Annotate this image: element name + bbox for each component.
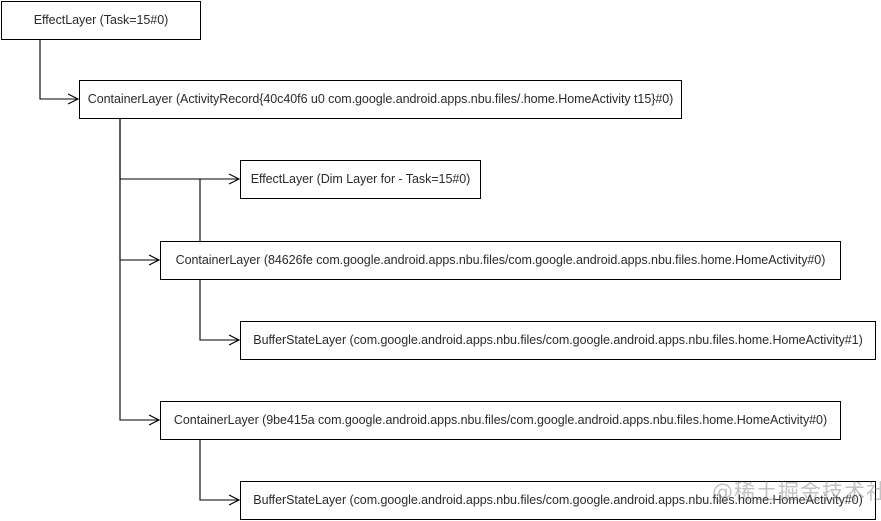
connector-edge-container-to-9be415a (119, 119, 159, 420)
connector-edge-effectlayer-to-containerlayer (39, 40, 78, 99)
node-label: ContainerLayer (ActivityRecord{40c40f6 u… (87, 92, 674, 106)
node-label: ContainerLayer (9be415a com.google.andro… (173, 413, 828, 427)
node-label: EffectLayer (Dim Layer for - Task=15#0) (250, 172, 471, 186)
node-label: EffectLayer (Task=15#0) (33, 13, 169, 27)
node-bufferstatelayer-1[interactable]: BufferStateLayer (com.google.android.app… (240, 321, 876, 360)
node-effectlayer-task[interactable]: EffectLayer (Task=15#0) (1, 1, 201, 40)
connector-edge-container-to-84626fe (119, 119, 159, 260)
connector-edge-84626fe-to-bufferstatelayer-1 (199, 280, 239, 340)
node-label: ContainerLayer (84626fe com.google.andro… (175, 253, 826, 267)
node-label: BufferStateLayer (com.google.android.app… (253, 493, 863, 507)
node-containerlayer-activityrecord[interactable]: ContainerLayer (ActivityRecord{40c40f6 u… (79, 80, 682, 119)
node-bufferstatelayer-0[interactable]: BufferStateLayer (com.google.android.app… (240, 481, 876, 520)
connector-edge-9be415a-to-bufferstatelayer-0 (199, 440, 239, 500)
node-containerlayer-9be415a[interactable]: ContainerLayer (9be415a com.google.andro… (160, 401, 841, 440)
connector-edge-container-to-dim (119, 119, 239, 179)
node-effectlayer-dim[interactable]: EffectLayer (Dim Layer for - Task=15#0) (240, 160, 481, 199)
node-containerlayer-84626fe[interactable]: ContainerLayer (84626fe com.google.andro… (160, 241, 841, 280)
node-label: BufferStateLayer (com.google.android.app… (253, 333, 863, 347)
